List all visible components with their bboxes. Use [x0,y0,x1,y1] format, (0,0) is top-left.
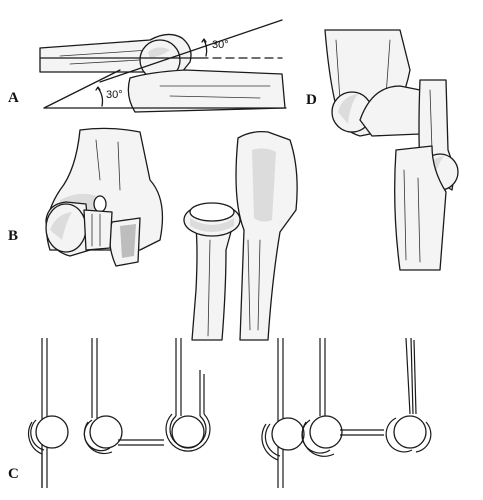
panel-b-forearm [183,130,298,341]
panel-d-lower [394,79,459,271]
panel-b-distal-humerus [45,127,164,267]
panel-label-a: A [8,90,19,106]
upper-angle-arc [203,39,208,57]
panel-a-lateral-humerus: 30° 30° [39,19,287,113]
panel-d-upper [324,29,434,137]
config-4 [261,338,305,488]
upper-angle-value: 30° [212,39,229,51]
panel-c-configurations [28,337,432,488]
panel-label-d: D [306,92,317,108]
lower-angle-line [43,69,121,109]
forearm-bone [127,69,286,113]
lower-angle-value: 30° [106,89,123,101]
lower-angle-arc [97,87,104,107]
config-3 [165,338,211,452]
config-5 [301,338,384,457]
config-2 [83,338,164,455]
panel-label-b: B [8,228,19,244]
shaft-axis-line [99,19,283,83]
panel-label-c: C [8,466,19,482]
config-6 [385,337,432,453]
config-1 [28,338,69,488]
